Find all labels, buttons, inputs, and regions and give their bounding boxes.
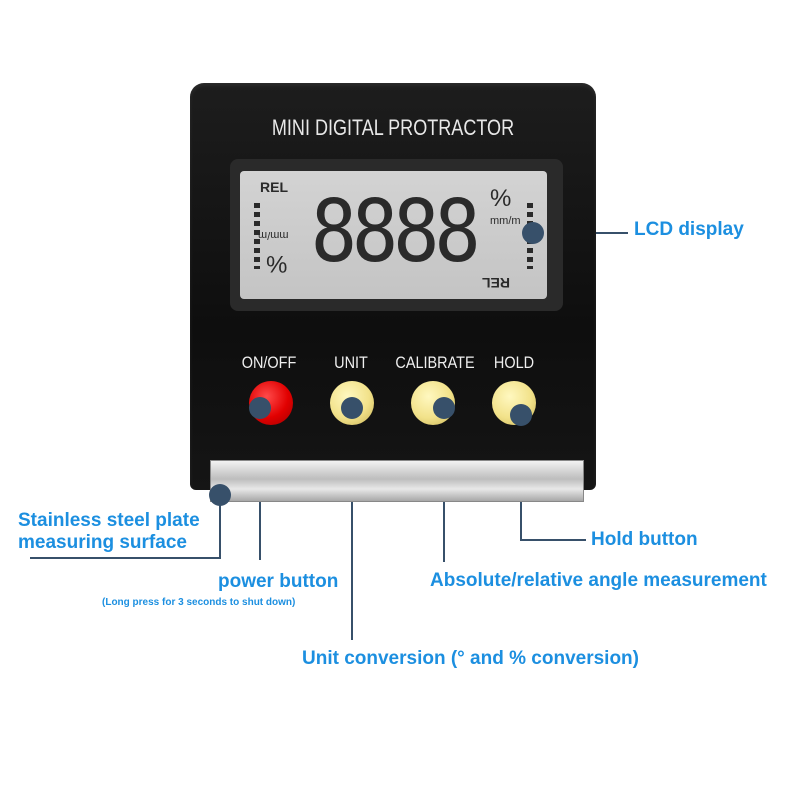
unit-callout-dot <box>341 397 363 419</box>
plate-callout-dot <box>209 484 231 506</box>
stainless-steel-plate <box>210 460 584 502</box>
lcd-screen: REL REL % % mm/m mm/m 8888 <box>240 171 547 299</box>
hold-callout-dot <box>510 404 532 426</box>
callout-absolute-relative: Absolute/relative angle measurement <box>430 570 767 591</box>
callout-steel-plate-line2: measuring surface <box>18 532 187 553</box>
lcd-rel-top: REL <box>260 179 288 195</box>
lcd-unit-left: mm/m <box>258 229 289 241</box>
lcd-percent-left: % <box>266 250 288 277</box>
callout-unit-conversion: Unit conversion (° and % conversion) <box>302 648 639 669</box>
lcd-bar-left <box>254 203 260 269</box>
callout-hold-button: Hold button <box>591 529 698 550</box>
lcd-percent-right: % <box>490 185 512 212</box>
power-callout-dot <box>249 397 271 419</box>
callout-steel-plate-line1: Stainless steel plate <box>18 510 200 531</box>
callout-lcd-display: LCD display <box>634 219 744 240</box>
lcd-rel-bottom: REL <box>482 275 510 291</box>
calibrate-callout-dot <box>433 397 455 419</box>
label-hold: HOLD <box>493 353 535 372</box>
lcd-unit-right: mm/m <box>490 215 521 227</box>
lcd-bezel: REL REL % % mm/m mm/m 8888 <box>230 159 563 311</box>
label-unit: UNIT <box>334 353 368 372</box>
callout-power-note: (Long press for 3 seconds to shut down) <box>102 597 296 608</box>
callout-power-button: power button <box>218 571 339 592</box>
leader-steel-plate <box>30 494 221 559</box>
lcd-callout-dot <box>522 222 544 244</box>
lcd-digits: 8888 <box>310 182 481 282</box>
protractor-device: MINI DIGITAL PROTRACTOR REL REL % % mm/m… <box>190 83 596 490</box>
label-on-off: ON/OFF <box>241 353 297 372</box>
label-calibrate: CALIBRATE <box>395 353 475 372</box>
device-title: MINI DIGITAL PROTRACTOR <box>271 115 515 140</box>
